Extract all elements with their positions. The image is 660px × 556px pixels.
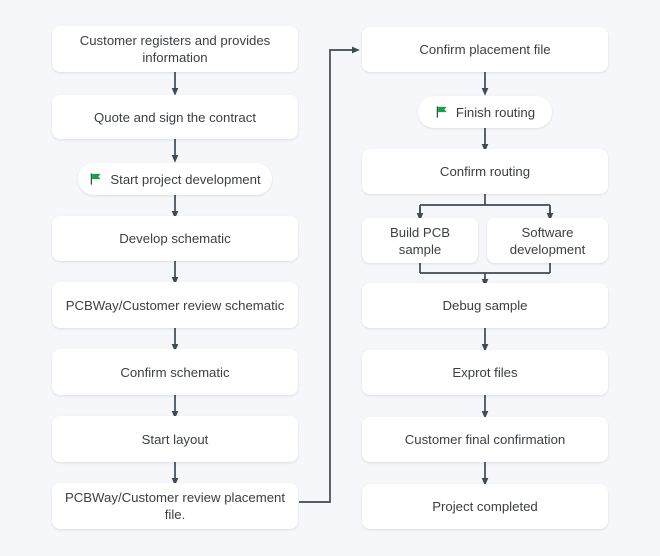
node-label: Confirm schematic	[120, 364, 230, 380]
node-review-placement-file[interactable]: PCBWay/Customer review placement file.	[52, 483, 298, 529]
node-confirm-placement-file[interactable]: Confirm placement file	[362, 27, 608, 72]
node-develop-schematic[interactable]: Develop schematic	[52, 216, 298, 261]
node-label: Confirm routing	[439, 164, 531, 179]
node-start-project-development[interactable]: Start project development	[78, 163, 272, 195]
node-finish-routing[interactable]: Finish routing	[418, 96, 552, 128]
node-label: Quote and sign the contract	[93, 109, 257, 125]
node-customer-final-confirmation[interactable]: Customer final confirmation	[362, 417, 608, 462]
node-export-files[interactable]: Exprot files	[362, 350, 608, 395]
node-label: Finish routing	[455, 104, 536, 120]
node-label: Build PCB sample	[389, 224, 451, 257]
node-debug-sample[interactable]: Debug sample	[362, 283, 608, 328]
green-flag-icon	[435, 105, 449, 119]
node-build-pcb-sample[interactable]: Build PCB sample	[362, 218, 478, 263]
node-review-schematic[interactable]: PCBWay/Customer review schematic	[52, 282, 298, 328]
node-label: Customer registers and provides informat…	[79, 33, 271, 65]
node-label: Start layout	[141, 431, 209, 447]
node-label: Exprot files	[452, 365, 518, 380]
node-label: Debug sample	[442, 298, 528, 313]
node-label: PCBWay/Customer review placement file.	[64, 490, 286, 522]
node-label: Confirm placement file	[419, 42, 551, 57]
node-confirm-schematic[interactable]: Confirm schematic	[52, 349, 298, 395]
node-label: Project completed	[432, 499, 538, 514]
node-label: PCBWay/Customer review schematic	[65, 297, 285, 313]
edge-placement-to-confirm-placement	[299, 46, 360, 503]
node-label: Start project development	[110, 171, 261, 187]
node-customer-registers[interactable]: Customer registers and provides informat…	[52, 26, 298, 72]
edge-merge-bus	[419, 263, 551, 274]
edge-fork-bus	[419, 194, 551, 215]
node-project-completed[interactable]: Project completed	[362, 484, 608, 529]
node-quote-contract[interactable]: Quote and sign the contract	[52, 95, 298, 139]
node-confirm-routing[interactable]: Confirm routing	[362, 149, 608, 194]
node-label: Customer final confirmation	[404, 432, 566, 447]
node-label: Develop schematic	[119, 231, 231, 246]
node-label: Software development	[509, 224, 586, 257]
node-start-layout[interactable]: Start layout	[52, 416, 298, 462]
green-flag-icon	[89, 172, 103, 186]
node-software-development[interactable]: Software development	[487, 218, 608, 263]
